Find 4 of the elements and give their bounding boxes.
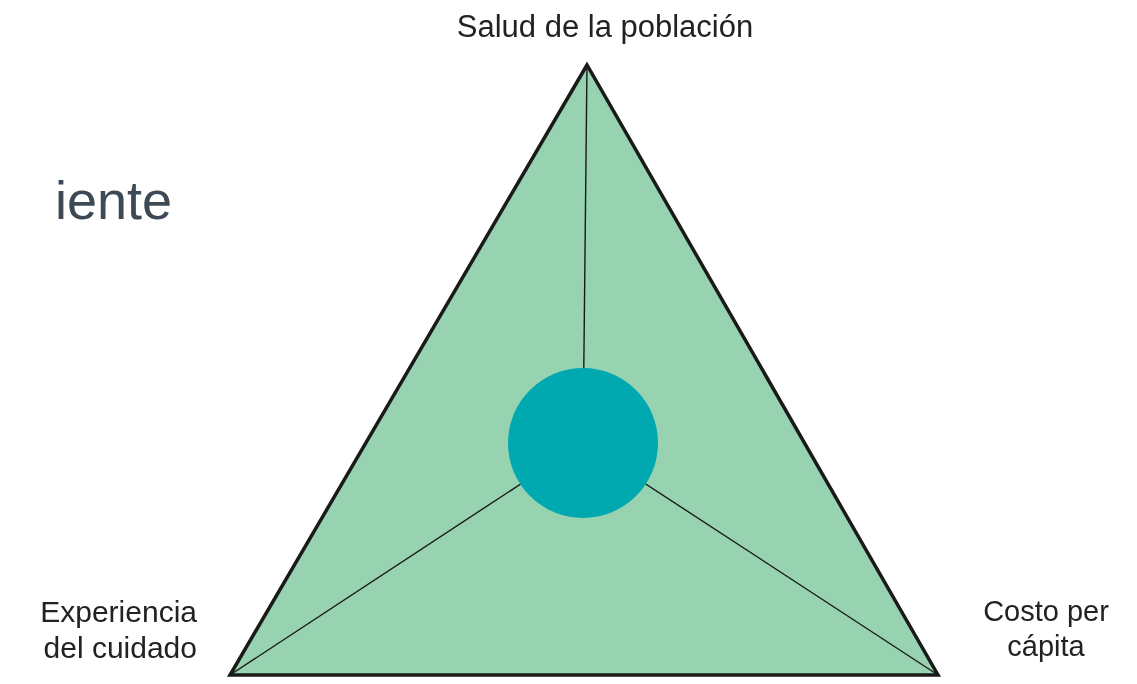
vertex-label: Costo per cápita xyxy=(982,594,1110,664)
vertex-label: Experiencia del cuidado xyxy=(39,594,197,666)
slide-title-fragment: iente xyxy=(55,169,174,232)
vertex-label: Salud de la población xyxy=(455,8,755,46)
